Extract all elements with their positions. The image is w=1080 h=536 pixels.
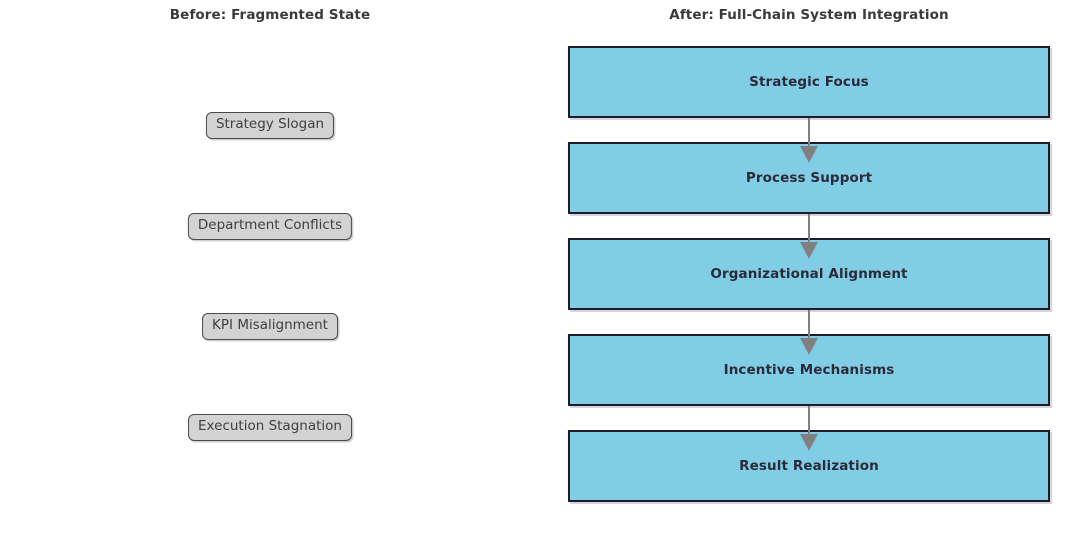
chain-step: Strategic Focus bbox=[568, 46, 1050, 163]
chain-step-box: Organizational Alignment bbox=[568, 238, 1050, 310]
page-title-before: Before: Fragmented State bbox=[169, 7, 371, 23]
chain-step: Organizational Alignment bbox=[568, 238, 1050, 355]
fragmented-label: Department Conflicts bbox=[187, 213, 353, 240]
chain-step: Incentive Mechanisms bbox=[568, 334, 1050, 451]
chain-step-box: Process Support bbox=[568, 142, 1050, 214]
chain-step-box: Incentive Mechanisms bbox=[568, 334, 1050, 406]
fragmented-label: Strategy Slogan bbox=[205, 112, 335, 139]
fragmented-label: KPI Misalignment bbox=[202, 313, 338, 340]
chain-step: Result Realization bbox=[568, 430, 1050, 502]
chain-step-label: Strategic Focus bbox=[749, 74, 869, 90]
page-title-after: After: Full-Chain System Integration bbox=[669, 7, 949, 23]
chain-step: Process Support bbox=[568, 142, 1050, 259]
chain-step-label: Process Support bbox=[745, 170, 873, 186]
chain-step-label: Incentive Mechanisms bbox=[723, 362, 895, 378]
fragmented-label: Execution Stagnation bbox=[188, 414, 352, 441]
chain-step-box: Strategic Focus bbox=[568, 46, 1050, 118]
chain-step-box: Result Realization bbox=[568, 430, 1050, 502]
chain-step-label: Result Realization bbox=[739, 458, 879, 474]
chain-step-label: Organizational Alignment bbox=[710, 266, 908, 282]
